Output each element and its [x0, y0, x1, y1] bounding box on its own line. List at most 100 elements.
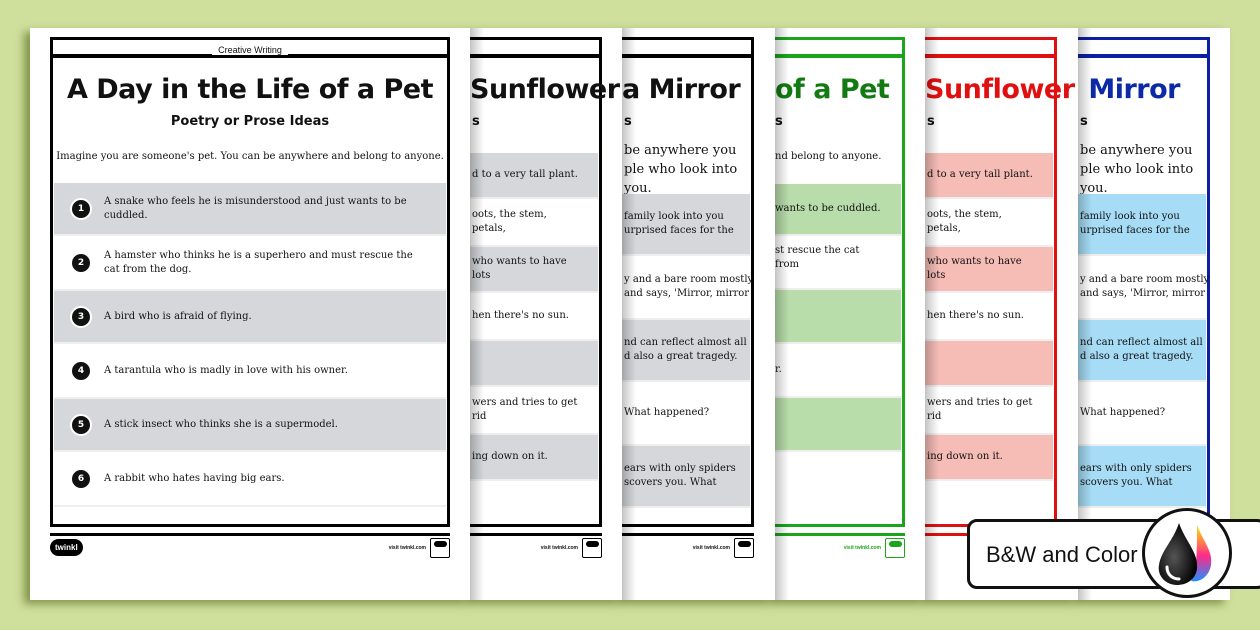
- header-rule: [925, 54, 1054, 58]
- worksheet-subtitle: Poetry or Prose Ideas: [170, 114, 330, 129]
- page-edge-shadow: [1078, 28, 1092, 600]
- item-text: r.: [775, 363, 782, 377]
- list-item: family look into you urprised faces for …: [1078, 194, 1206, 256]
- list-item: nd can reflect almost all d also a great…: [1078, 320, 1206, 382]
- worksheet-mirror-color: a Mirror s be anywhere you ple who look …: [1078, 28, 1230, 600]
- worksheet-subtitle: s: [472, 114, 622, 129]
- subtitle-text: s: [927, 114, 935, 129]
- title-text: of a Pet: [775, 74, 890, 105]
- visit-twinkl-link: visit twinkl.com: [843, 545, 881, 551]
- footer-rule: [470, 533, 602, 536]
- item-text: d to a very tall plant.: [472, 169, 578, 180]
- list-item: d to a very tall plant.: [470, 153, 598, 199]
- ideas-list: 1 A snake who feels he is misunderstood …: [54, 183, 446, 507]
- list-item: [470, 341, 598, 387]
- header-label: Creative Writing: [212, 45, 288, 55]
- item-text: d to a very tall plant.: [927, 169, 1033, 180]
- item-text: A tarantula who is madly in love with hi…: [104, 364, 348, 376]
- list-item: family look into you urprised faces for …: [622, 194, 750, 256]
- subtitle-text: s: [624, 114, 632, 129]
- subtitle-text: s: [472, 114, 480, 129]
- page-edge-shadow: [470, 28, 484, 600]
- intro-line: nd belong to anyone.: [775, 151, 882, 162]
- item-text: wants to be cuddled.: [775, 203, 881, 214]
- list-item: 2 A hamster who thinks he is a superhero…: [54, 236, 446, 291]
- item-text: What happened?: [1080, 407, 1166, 418]
- worksheet-title: a Mirror: [1078, 74, 1181, 105]
- list-item: wers and tries to get rid: [925, 387, 1053, 435]
- list-item: y and a bare room mostly and says, 'Mirr…: [622, 256, 753, 320]
- item-text: nd can reflect almost all d also a great…: [1080, 337, 1203, 362]
- item-text: family look into you urprised faces for …: [624, 211, 734, 236]
- list-item: who wants to have lots: [925, 247, 1053, 293]
- worksheet-title: a Mirror: [622, 74, 774, 105]
- ideas-list: family look into you urprised faces for …: [622, 194, 753, 508]
- list-item: hen there's no sun.: [925, 293, 1053, 341]
- quality-badge-icon: [734, 538, 754, 558]
- header-rule: [470, 54, 599, 58]
- worksheet-sunflower-color: Sunflower s d to a very tall plant. oots…: [925, 28, 1078, 600]
- list-item: ing down on it.: [925, 435, 1053, 481]
- quality-badge-icon: [430, 538, 450, 558]
- worksheet-mirror-bw: a Mirror s be anywhere you ple who look …: [622, 28, 775, 600]
- list-item: wants to be cuddled.: [775, 184, 901, 236]
- item-text: A snake who feels he is misunderstood an…: [104, 195, 407, 221]
- item-text: A rabbit who hates having big ears.: [104, 472, 285, 484]
- header-rule: [1078, 54, 1207, 58]
- header-rule: [775, 54, 902, 58]
- worksheet-sunflower-bw: Sunflower s d to a very tall plant. oots…: [470, 28, 622, 600]
- ideas-list: family look into you urprised faces for …: [1078, 194, 1210, 508]
- item-number-badge: 2: [70, 251, 92, 274]
- list-item: r.: [775, 344, 901, 398]
- list-item: hen there's no sun.: [470, 293, 598, 341]
- worksheet-title: Sunflower: [925, 74, 1077, 105]
- intro-line: ple who look into you.: [1080, 162, 1194, 196]
- subtitle-text: s: [775, 114, 783, 129]
- item-text: y and a bare room mostly and says, 'Mirr…: [1080, 274, 1210, 299]
- visit-twinkl-link: visit twinkl.com: [692, 545, 730, 551]
- intro-text: be anywhere you ple who look into you.: [1080, 141, 1212, 198]
- ideas-list: d to a very tall plant. oots, the stem, …: [470, 153, 598, 481]
- list-item: st rescue the cat from: [775, 236, 901, 290]
- list-item: 3 A bird who is afraid of flying.: [54, 291, 446, 344]
- footer-rule: [775, 533, 905, 536]
- worksheet-pet-bw: Creative Writing A Day in the Life of a …: [30, 28, 470, 600]
- intro-text: be anywhere you ple who look into you.: [624, 141, 756, 198]
- item-text: hen there's no sun.: [927, 310, 1024, 321]
- item-text: A bird who is afraid of flying.: [104, 310, 252, 322]
- list-item: d to a very tall plant.: [925, 153, 1053, 199]
- worksheet-subtitle: s: [1080, 114, 1230, 129]
- list-item: 6 A rabbit who hates having big ears.: [54, 452, 446, 507]
- page-frame: [775, 37, 905, 527]
- page-edge-shadow: [775, 28, 789, 600]
- list-item: 5 A stick insect who thinks she is a sup…: [54, 399, 446, 452]
- list-item: [775, 398, 901, 452]
- item-text: family look into you urprised faces for …: [1080, 211, 1190, 236]
- item-text: What happened?: [624, 407, 710, 418]
- list-item: What happened?: [1078, 382, 1206, 446]
- item-number-badge: 5: [70, 413, 92, 436]
- ink-drops-svg: [1158, 523, 1212, 585]
- item-text: who wants to have lots: [927, 256, 1022, 281]
- item-text: ears with only spiders scovers you. What: [1080, 463, 1192, 488]
- footer-rule: [622, 533, 754, 536]
- intro-text: nd belong to anyone.: [775, 148, 907, 166]
- twinkl-logo: twinkl: [50, 539, 83, 556]
- footer-rule: [50, 533, 450, 536]
- ink-drops-icon: [1142, 508, 1232, 598]
- item-text: who wants to have lots: [472, 256, 567, 281]
- page-edge-shadow: [925, 28, 939, 600]
- list-item: What happened?: [622, 382, 750, 446]
- list-item: ears with only spiders scovers you. What: [1078, 446, 1206, 508]
- quality-badge-icon: [885, 538, 905, 558]
- ideas-list: d to a very tall plant. oots, the stem, …: [925, 153, 1053, 481]
- item-text: oots, the stem, petals,: [472, 209, 547, 234]
- list-item: [925, 341, 1053, 387]
- title-text: Sunflower: [925, 74, 1075, 105]
- worksheet-title: Sunflower: [470, 74, 622, 105]
- worksheet-subtitle: s: [624, 114, 774, 129]
- quality-badge-icon: [582, 538, 602, 558]
- visit-twinkl-link: visit twinkl.com: [540, 545, 578, 551]
- worksheet-title: of a Pet: [775, 74, 925, 105]
- item-text: A stick insect who thinks she is a super…: [104, 418, 338, 430]
